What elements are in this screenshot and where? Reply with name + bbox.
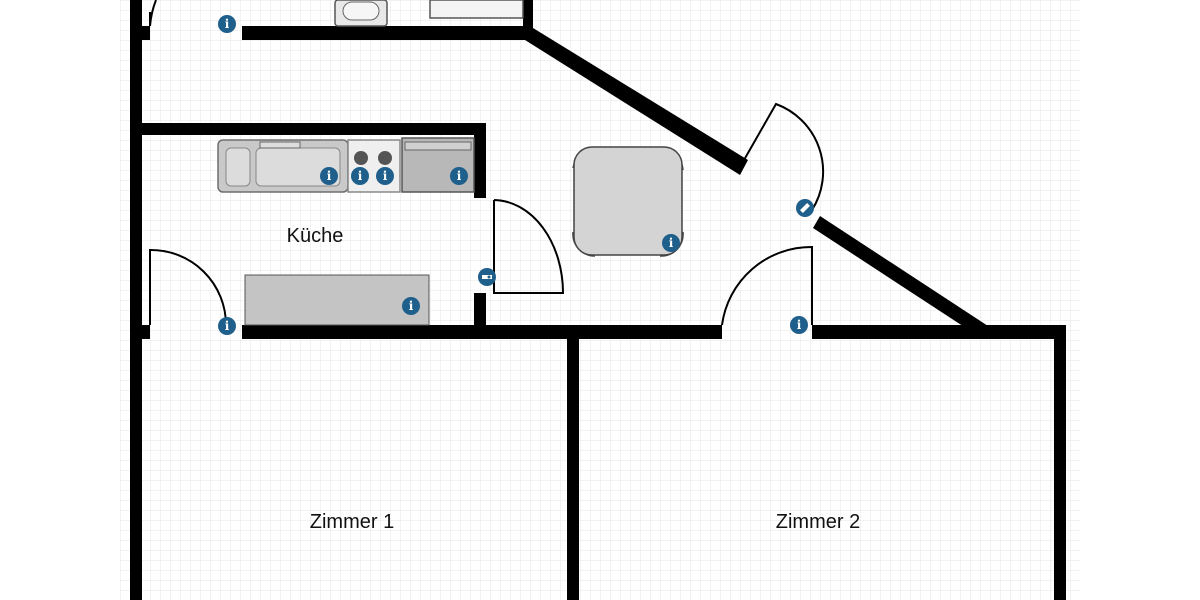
- info-icon[interactable]: i: [450, 167, 468, 185]
- bathroom-fixtures: [334, 0, 524, 27]
- dishwasher-panel: [404, 141, 472, 151]
- svg-text:i: i: [327, 169, 332, 183]
- wall-diagonal-lower: [813, 216, 988, 332]
- svg-text:i: i: [225, 319, 230, 333]
- wall-diagonal-upper: [525, 28, 748, 175]
- room-label-room1: Zimmer 1: [310, 511, 394, 533]
- info-icon[interactable]: i: [402, 297, 420, 315]
- stove: [347, 139, 401, 193]
- svg-text:i: i: [669, 236, 674, 250]
- info-icon[interactable]: i: [351, 167, 369, 185]
- wall-kitchen-right-upper: [474, 123, 486, 198]
- wall-kitchen-right-lower: [474, 293, 486, 335]
- room-label-kitchen: Küche: [287, 225, 344, 247]
- room-label-room2: Zimmer 2: [776, 511, 860, 533]
- wall-room-divider: [567, 335, 579, 600]
- door-info-icon[interactable]: [478, 268, 496, 286]
- faucet: [259, 141, 301, 149]
- wall-right-outer: [1054, 325, 1066, 600]
- wall-left-outer: [130, 0, 142, 600]
- wall-top-bath-left: [130, 26, 150, 40]
- wall-middle-left-stub: [130, 325, 150, 339]
- doors: [149, 0, 825, 326]
- kitchen-island: [244, 274, 430, 326]
- info-icon[interactable]: i: [218, 317, 236, 335]
- wall-middle-b: [812, 325, 1066, 339]
- wall-top-bath-right: [242, 26, 532, 40]
- door-info-icon[interactable]: [792, 195, 817, 220]
- svg-text:i: i: [358, 169, 363, 183]
- wall-bath-vertical: [523, 0, 533, 40]
- sink-small-basin: [225, 147, 251, 187]
- wall-kitchen-top: [130, 123, 486, 135]
- table-top: [573, 146, 683, 256]
- door-room2: [721, 245, 813, 326]
- bathtub: [429, 0, 524, 19]
- door-kitchen-left: [149, 248, 227, 326]
- svg-text:i: i: [225, 17, 230, 31]
- kitchen-counter: [217, 137, 475, 326]
- info-markers[interactable]: i i i i i i i i i: [218, 15, 818, 335]
- info-icon[interactable]: i: [218, 15, 236, 33]
- walls: [130, 0, 1066, 600]
- toilet-bowl: [342, 1, 380, 21]
- wall-middle-a: [242, 325, 722, 339]
- svg-text:i: i: [383, 169, 388, 183]
- burner: [378, 151, 392, 165]
- svg-text:i: i: [797, 318, 802, 332]
- info-icon[interactable]: i: [790, 316, 808, 334]
- svg-text:i: i: [409, 299, 414, 313]
- door-bath: [149, 0, 157, 27]
- svg-text:i: i: [457, 169, 462, 183]
- info-icon[interactable]: i: [662, 234, 680, 252]
- info-icon[interactable]: i: [320, 167, 338, 185]
- burner: [354, 151, 368, 165]
- door-diagonal: [743, 102, 825, 211]
- door-kitchen-hall: [493, 199, 565, 294]
- info-icon[interactable]: i: [376, 167, 394, 185]
